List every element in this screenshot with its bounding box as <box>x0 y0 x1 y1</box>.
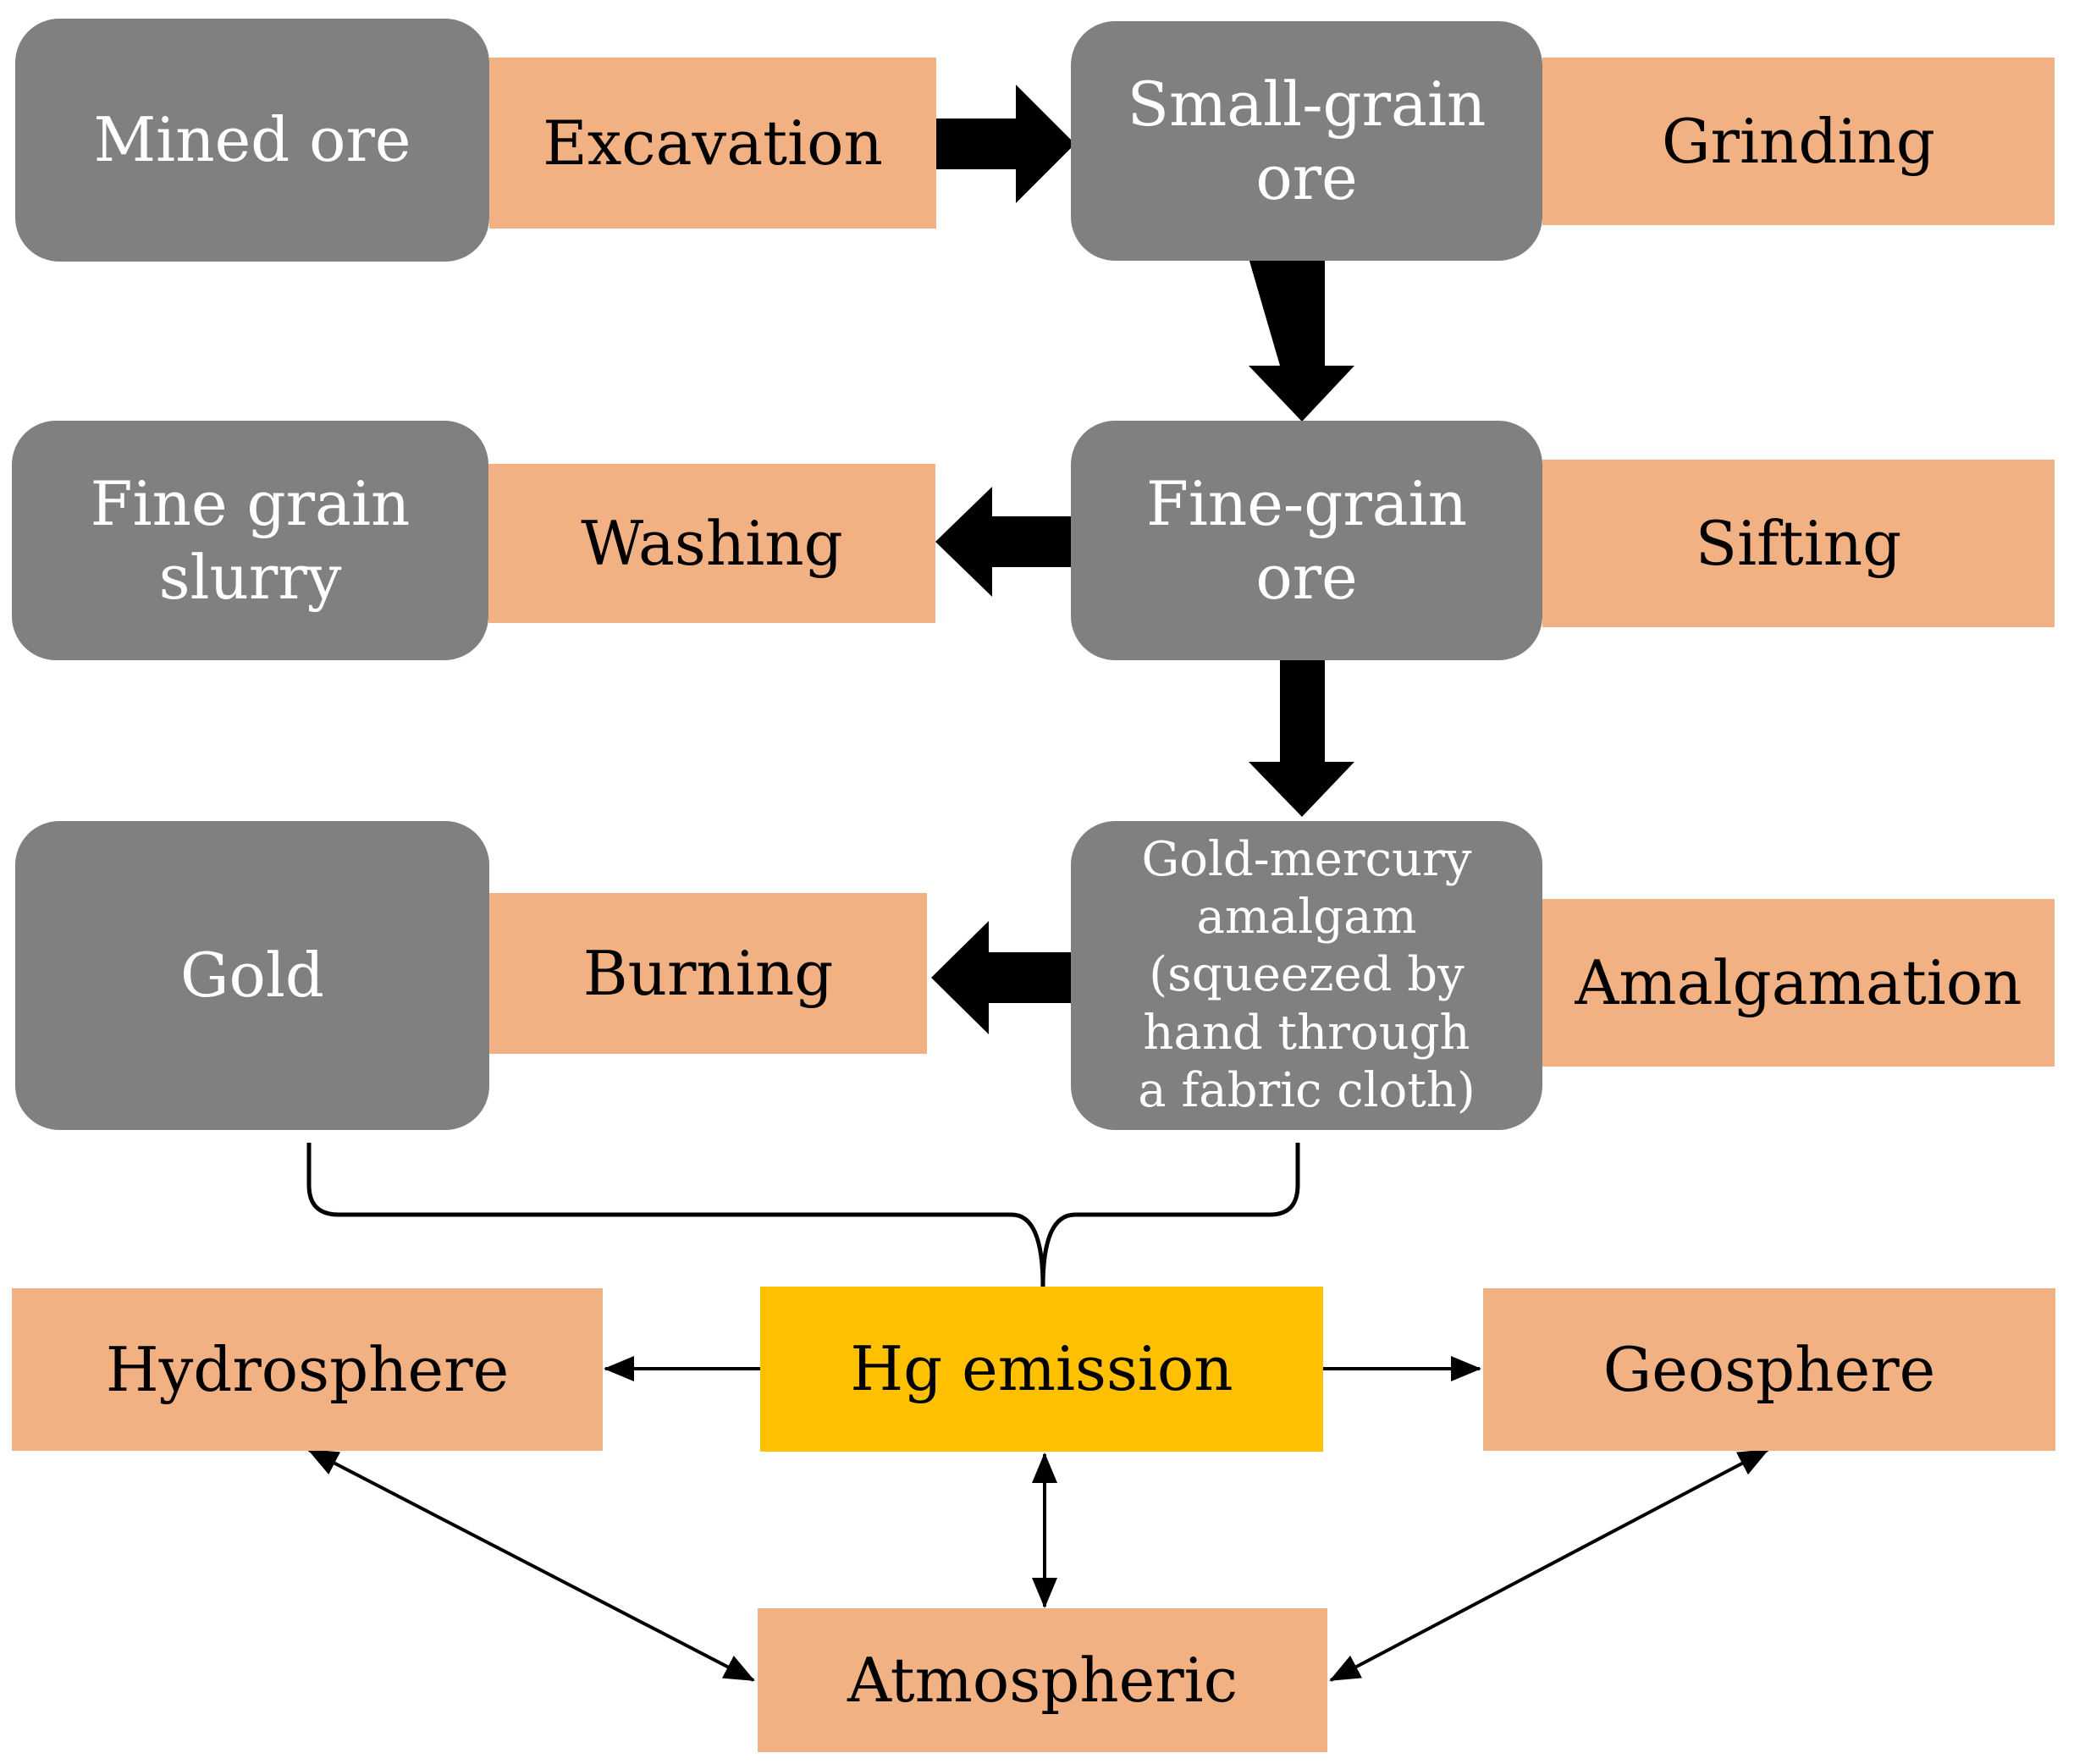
stage-gold: Gold <box>15 821 489 1130</box>
stage-fine-grain-ore-label: Fine-grain ore <box>1145 468 1468 613</box>
stage-fine-grain-slurry-label: Fine grain slurry <box>90 468 411 613</box>
stage-mined-ore-label: Mined ore <box>93 104 411 176</box>
stage-gold-label: Gold <box>180 940 324 1012</box>
process-amalgamation-label: Amalgamation <box>1575 946 2022 1018</box>
process-washing-label: Washing <box>581 507 843 579</box>
stage-small-grain-ore-label: Small-grain ore <box>1127 69 1487 213</box>
arrow-small-grain-to-fine-grain <box>1249 258 1354 422</box>
process-sifting: Sifting <box>1542 460 2055 627</box>
process-grinding-label: Grinding <box>1662 105 1935 177</box>
arrow-fine-grain-to-washing <box>935 487 1073 597</box>
stage-small-grain-ore: Small-grain ore <box>1071 21 1542 261</box>
sink-hydrosphere: Hydrosphere <box>12 1288 603 1451</box>
process-burning: Burning <box>489 893 927 1054</box>
sink-atmospheric: Atmospheric <box>758 1608 1327 1752</box>
hg-emission-box: Hg emission <box>760 1287 1323 1452</box>
stage-gold-mercury-amalgam-label: Gold-mercury amalgam (squeezed by hand t… <box>1138 831 1476 1118</box>
arrow-hydrosphere-atmospheric <box>307 1448 755 1682</box>
stage-mined-ore: Mined ore <box>15 19 489 262</box>
process-burning-label: Burning <box>582 937 834 1009</box>
arrow-fine-grain-to-amalgam <box>1249 660 1354 817</box>
stage-gold-mercury-amalgam: Gold-mercury amalgam (squeezed by hand t… <box>1071 821 1542 1130</box>
process-excavation: Excavation <box>489 58 936 229</box>
stage-fine-grain-ore: Fine-grain ore <box>1071 421 1542 660</box>
sink-geosphere-label: Geosphere <box>1602 1333 1936 1405</box>
process-excavation-label: Excavation <box>543 107 883 179</box>
brace-to-hg-emission <box>306 1143 1300 1287</box>
sink-atmospheric-label: Atmospheric <box>847 1644 1238 1716</box>
process-grinding: Grinding <box>1542 58 2055 225</box>
stage-fine-grain-slurry: Fine grain slurry <box>12 421 488 660</box>
arrow-excavation-to-small-grain <box>935 85 1075 203</box>
arrow-amalgam-to-burning <box>931 921 1073 1034</box>
hg-emission-label: Hg emission <box>850 1333 1233 1405</box>
sink-hydrosphere-label: Hydrosphere <box>105 1333 510 1405</box>
process-amalgamation: Amalgamation <box>1542 899 2055 1067</box>
arrow-geosphere-atmospheric <box>1329 1448 1769 1682</box>
sink-geosphere: Geosphere <box>1483 1288 2055 1451</box>
process-sifting-label: Sifting <box>1695 507 1902 579</box>
process-washing: Washing <box>488 464 935 623</box>
